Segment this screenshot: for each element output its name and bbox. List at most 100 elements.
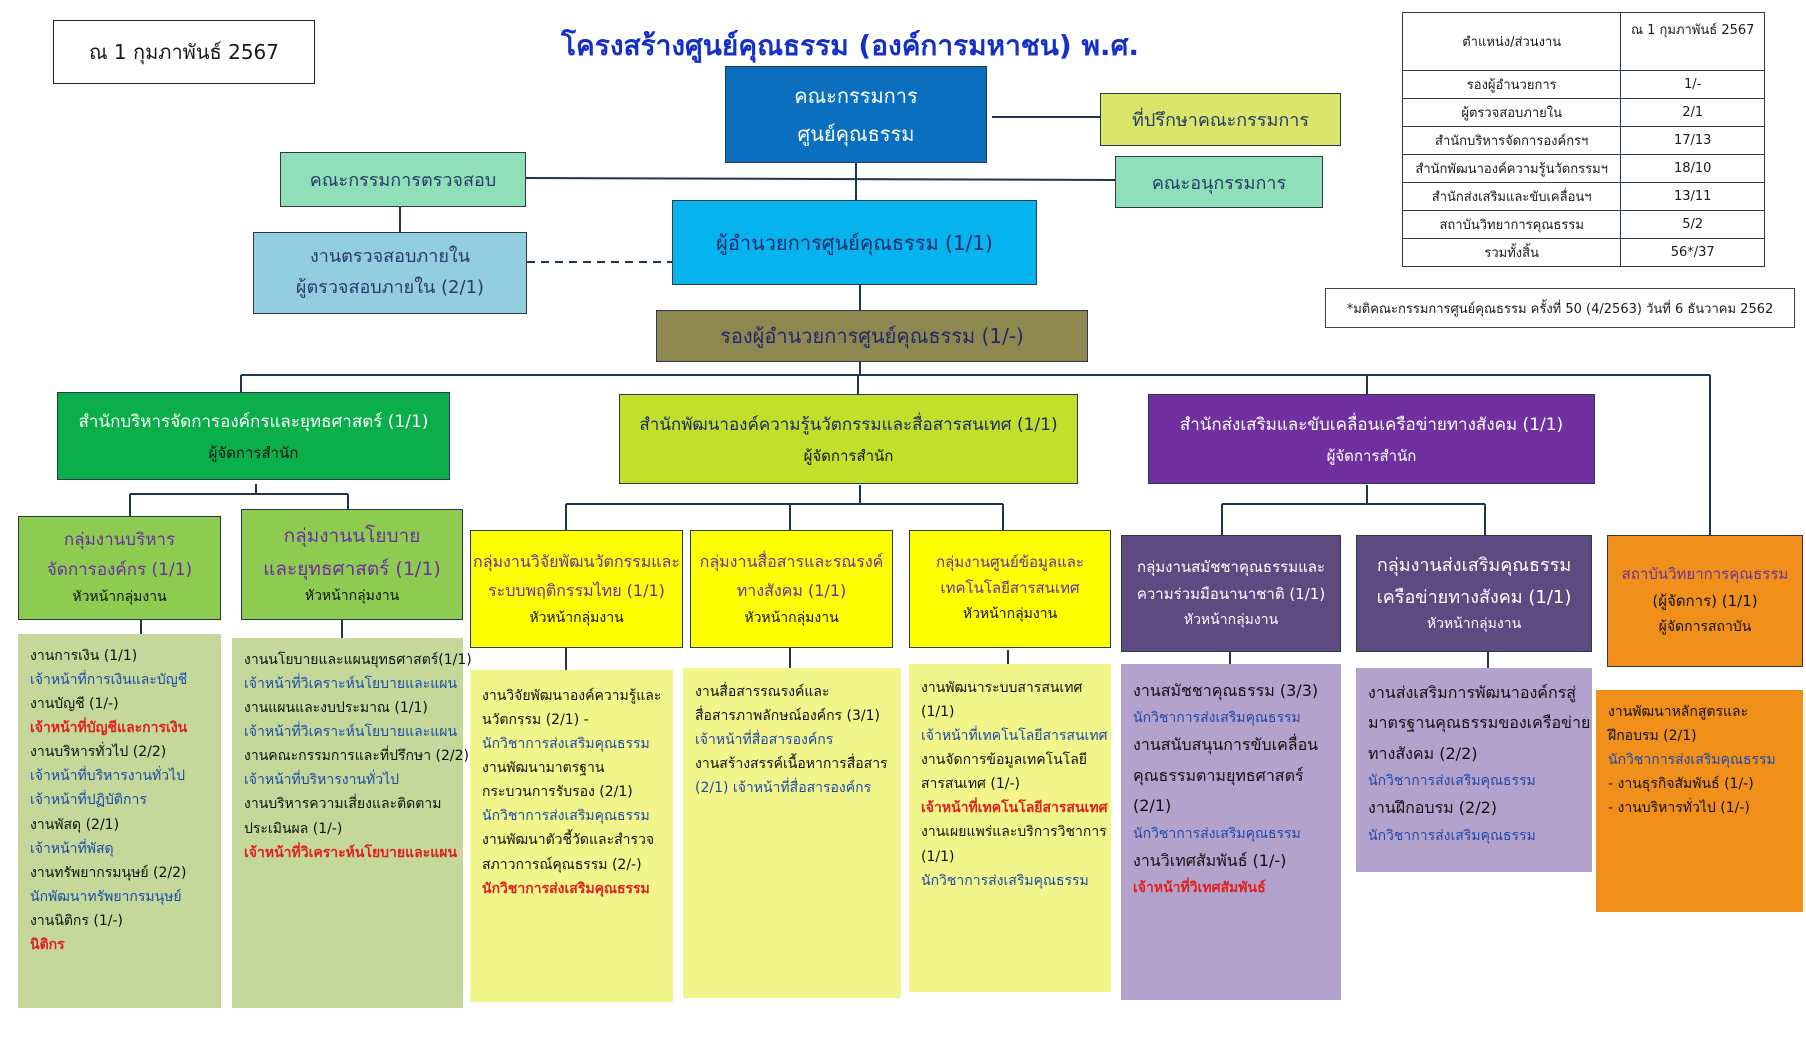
deputy-box: รองผู้อำนวยการศูนย์คุณธรรม (1/-) (656, 310, 1088, 362)
group-line1: กลุ่มงานศูนย์ข้อมูลและ (936, 553, 1084, 572)
summary-header-row: ตำแหน่ง/ส่วนงาน ณ 1 กุมภาพันธ์ 2567 (1401, 12, 1765, 71)
task-item: นักวิชาการส่งเสริมคุณธรรม (482, 880, 650, 897)
footnote-box: *มติคณะกรรมการศูนย์คุณธรรม ครั้งที่ 50 (… (1325, 288, 1795, 328)
office-sub: ผู้จัดการสำนัก (208, 443, 299, 462)
group-head: หัวหน้ากลุ่มงาน (744, 610, 839, 626)
group-network: กลุ่มงานส่งเสริมคุณธรรม เครือข่ายทางสังค… (1356, 535, 1592, 652)
task-item: งานบริหารความเสี่ยงและติดตาม (244, 796, 442, 813)
task-item: นักวิชาการส่งเสริมคุณธรรม (1368, 773, 1536, 790)
summary-cell: 5/2 (1620, 210, 1765, 239)
task-item: ฝึกอบรม (2/1) (1608, 728, 1697, 745)
task-item: สารสนเทศ (1/-) (921, 776, 1020, 793)
office-title: สำนักพัฒนาองค์ความรู้นวัตกรรมและสื่อสารส… (639, 414, 1058, 435)
institute-line2: (ผู้จัดการ) (1/1) (1652, 592, 1758, 611)
task-item: งานพัฒนาระบบสารสนเทศ (921, 680, 1083, 696)
group-line2: เทคโนโลยีสารสนเทศ (940, 578, 1080, 597)
task-item: - งานธุรกิจสัมพันธ์ (1/-) (1608, 776, 1754, 793)
task-item: งานนโยบายและแผนยุทธศาสตร์(1/1) (244, 652, 472, 668)
task-item: นวัตกรรม (2/1) - (482, 712, 589, 729)
subcommittee-label: คณะอนุกรรมการ (1151, 172, 1287, 194)
date-box-text: ณ 1 กุมภาพันธ์ 2567 (88, 40, 280, 64)
task-item: นักวิชาการส่งเสริมคุณธรรม (482, 736, 650, 753)
group-line1: กลุ่มงานส่งเสริมคุณธรรม (1376, 555, 1572, 577)
office-sub: ผู้จัดการสำนัก (1326, 446, 1417, 465)
office-promotion: สำนักส่งเสริมและขับเคลื่อนเครือข่ายทางสั… (1148, 394, 1595, 484)
group-policy: กลุ่มงานนโยบาย และยุทธศาสตร์ (1/1) หัวหน… (241, 509, 463, 620)
office-title: สำนักบริหารจัดการองค์กรและยุทธศาสตร์ (1/… (78, 411, 429, 432)
office-title: สำนักส่งเสริมและขับเคลื่อนเครือข่ายทางสั… (1179, 414, 1564, 435)
deputy-label: รองผู้อำนวยการศูนย์คุณธรรม (1/-) (720, 324, 1024, 348)
task-item: (1/1) (921, 848, 955, 865)
task-item: เจ้าหน้าที่สื่อสารองค์กร (695, 732, 834, 749)
summary-cell: 1/- (1620, 70, 1765, 99)
group-head: หัวหน้ากลุ่มงาน (1426, 616, 1522, 633)
task-item: นักวิชาการส่งเสริมคุณธรรม (921, 872, 1089, 889)
task-item: เจ้าหน้าที่เทคโนโลยีสารสนเทศ (921, 800, 1108, 817)
task-list-institute: งานพัฒนาหลักสูตรและฝึกอบรม (2/1)นักวิชาก… (1596, 690, 1803, 912)
group-head: หัวหน้ากลุ่มงาน (962, 606, 1058, 623)
task-item: งานสร้างสรรค์เนื้อหาการสื่อสาร (695, 756, 888, 773)
summary-cell: สำนักส่งเสริมและขับเคลื่อนฯ (1401, 182, 1622, 211)
task-item: เจ้าหน้าที่วิเคราะห์นโยบายและแผน (244, 676, 458, 693)
task-item: งานวิจัยพัฒนาองค์ความรู้และ (482, 688, 662, 704)
internal-audit-box: งานตรวจสอบภายใน ผู้ตรวจสอบภายใน (2/1) (253, 232, 527, 314)
group-line2: ระบบพฤติกรรมไทย (1/1) (488, 581, 665, 601)
task-item: มาตรฐานคุณธรรมของเครือข่าย (1368, 713, 1591, 733)
board-line2: ศูนย์คุณธรรม (797, 121, 915, 146)
task-item: งานส่งเสริมการพัฒนาองค์กรสู่ (1368, 683, 1577, 702)
institute-head: ผู้จัดการสถาบัน (1658, 619, 1752, 636)
task-item: (1/1) (921, 704, 955, 721)
task-item: งานเผยแพร่และบริการวิชาการ (921, 824, 1107, 841)
group-line1: กลุ่มงานนโยบาย (283, 525, 421, 548)
task-item: ทางสังคม (2/2) (1368, 743, 1478, 763)
summary-header-date: ณ 1 กุมภาพันธ์ 2567 (1620, 12, 1765, 71)
task-item: งานพัฒนาตัวชี้วัดและสำรวจ (482, 832, 655, 849)
audit-committee-label: คณะกรรมการตรวจสอบ (309, 170, 497, 191)
task-item: ประเมินผล (1/-) (244, 820, 343, 837)
advisor-label: ที่ปรึกษาคณะกรรมการ (1131, 110, 1309, 131)
subcommittee-box: คณะอนุกรรมการ (1115, 156, 1323, 208)
date-box: ณ 1 กุมภาพันธ์ 2567 (53, 20, 315, 84)
summary-cell: สำนักบริหารจัดการองค์กรฯ (1401, 126, 1622, 155)
footnote-text: *มติคณะกรรมการศูนย์คุณธรรม ครั้งที่ 50 (… (1346, 301, 1774, 317)
task-item: งานพัฒนาหลักสูตรและ (1608, 704, 1749, 720)
task-item: งานบัญชี (1/-) (30, 696, 119, 713)
task-item: งานคณะกรรมการและที่ปรึกษา (2/2) (244, 748, 469, 765)
task-item: งานการเงิน (1/1) (30, 648, 138, 664)
task-item: งานพัสดุ (2/1) (30, 816, 120, 833)
summary-header-position: ตำแหน่ง/ส่วนงาน (1401, 12, 1622, 71)
institute-line1: สถาบันวิทยาการคุณธรรม (1621, 565, 1789, 584)
task-item: นักวิชาการส่งเสริมคุณธรรม (1133, 710, 1301, 727)
task-item: งานสนับสนุนการขับเคลื่อน (1133, 735, 1319, 755)
summary-cell: สำนักพัฒนาองค์ความรู้นวัตกรรมฯ (1401, 154, 1622, 183)
task-item: นิติกร (30, 936, 65, 953)
summary-cell: 13/11 (1620, 182, 1765, 211)
task-item: งานทรัพยากรมนุษย์ (2/2) (30, 864, 187, 881)
group-line2: ทางสังคม (1/1) (736, 581, 847, 601)
task-item: เจ้าหน้าที่บริหารงานทั่วไป (30, 768, 186, 785)
institute-box: สถาบันวิทยาการคุณธรรม (ผู้จัดการ) (1/1) … (1607, 535, 1803, 667)
internal-audit-line2: ผู้ตรวจสอบภายใน (2/1) (295, 277, 485, 298)
task-list-research: งานวิจัยพัฒนาองค์ความรู้และนวัตกรรม (2/1… (470, 670, 673, 1002)
group-org-admin: กลุ่มงานบริหาร จัดการองค์กร (1/1) หัวหน้… (18, 516, 221, 620)
task-item: นักวิชาการส่งเสริมคุณธรรม (1368, 827, 1536, 844)
task-list-data-center: งานพัฒนาระบบสารสนเทศ (1/1) เจ้าหน้าที่เทคโ… (909, 664, 1111, 992)
task-item: เจ้าหน้าที่วิเคราะห์นโยบายและแผน (244, 724, 458, 741)
group-line2: และยุทธศาสตร์ (1/1) (263, 557, 441, 580)
group-research: กลุ่มงานวิจัยพัฒนวัตกรรมและ ระบบพฤติกรรม… (470, 530, 683, 648)
task-item: งานสมัชชาคุณธรรม (3/3) (1133, 681, 1319, 700)
task-item: คุณธรรมตามยุทธศาสตร์ (1133, 765, 1304, 785)
group-line1: กลุ่มงานวิจัยพัฒนวัตกรรมและ (473, 551, 680, 571)
task-item: เจ้าหน้าที่ปฏิบัติการ (30, 792, 147, 809)
group-head: หัวหน้ากลุ่มงาน (529, 610, 624, 626)
task-item: เจ้าหน้าที่การเงินและบัญชี (30, 672, 188, 689)
group-head: หัวหน้ากลุ่มงาน (1183, 611, 1279, 628)
group-line1: กลุ่มงานสมัชชาคุณธรรมและ (1136, 557, 1325, 576)
office-knowledge: สำนักพัฒนาองค์ความรู้นวัตกรรมและสื่อสารส… (619, 394, 1078, 484)
office-management: สำนักบริหารจัดการองค์กรและยุทธศาสตร์ (1/… (57, 392, 450, 480)
audit-committee-box: คณะกรรมการตรวจสอบ (280, 152, 526, 207)
task-list-org-admin: งานการเงิน (1/1) เจ้าหน้าที่การเงินและบัญ… (18, 634, 221, 1008)
